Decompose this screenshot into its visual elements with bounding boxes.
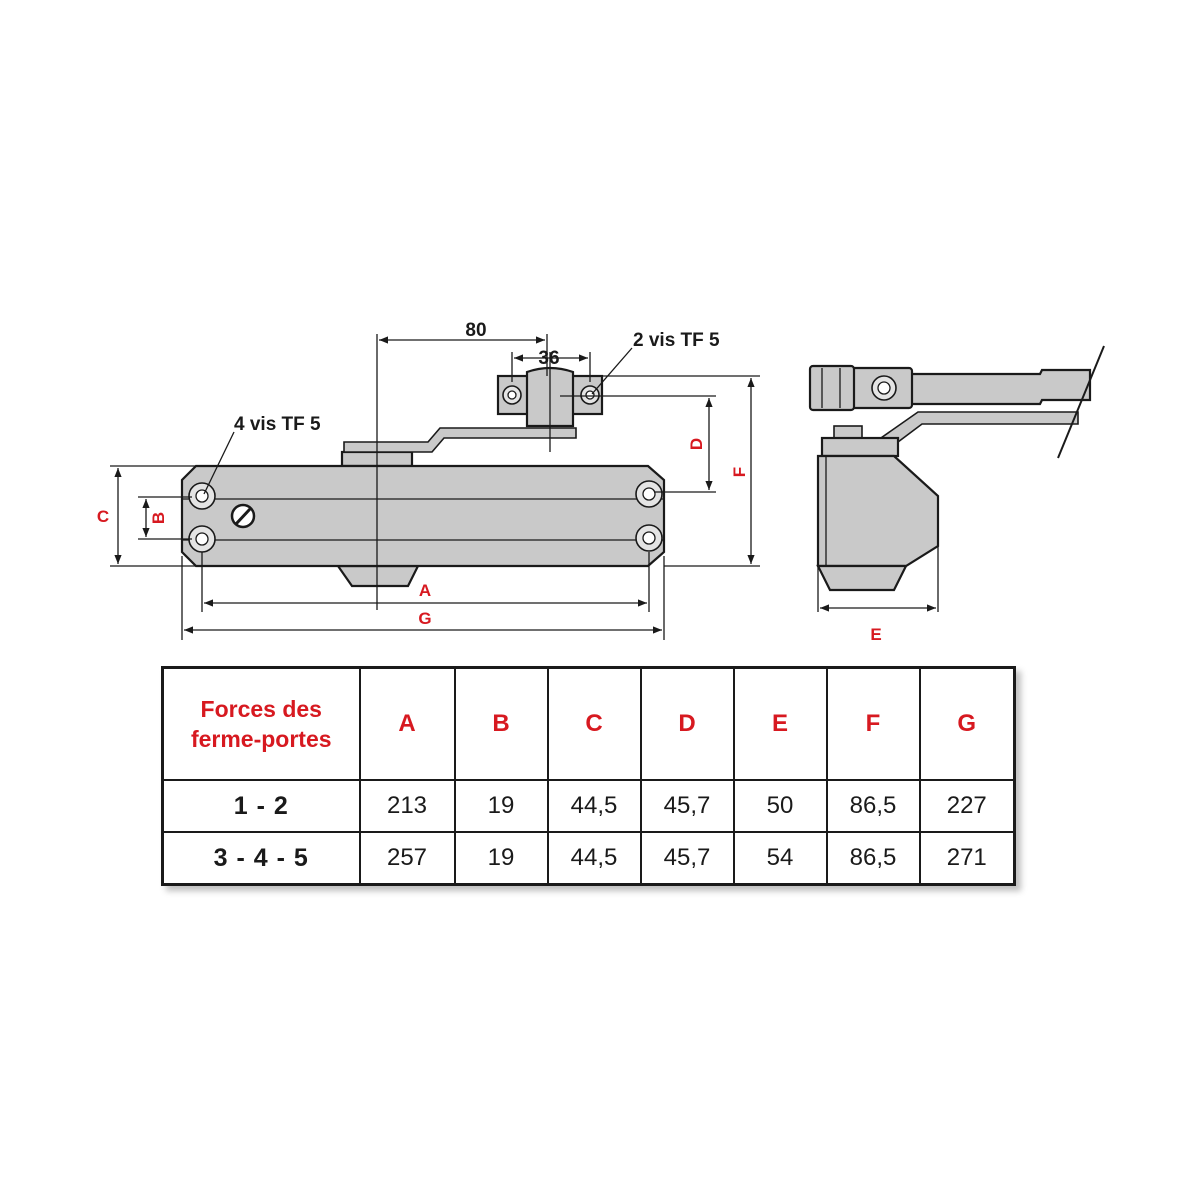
header-forces: Forces des ferme-portes — [161, 666, 361, 781]
column-header: C — [546, 666, 642, 781]
column-header: F — [825, 666, 921, 781]
closer-body — [180, 464, 666, 568]
header-forces-line1: Forces des — [200, 696, 322, 722]
side-closer-body — [816, 454, 940, 568]
table-header-row: Forces des ferme-portes A B C D E F G — [161, 666, 1016, 781]
column-header: A — [358, 666, 456, 781]
callout-four-screws: 4 vis TF 5 — [234, 414, 321, 435]
table-cell: 45,7 — [639, 831, 735, 886]
table-row: 3 - 4 - 5 257 19 44,5 45,7 54 86,5 271 — [161, 831, 1016, 886]
header-forces-line2: ferme-portes — [190, 726, 332, 752]
side-bracket — [808, 364, 856, 412]
table-cell: 45,7 — [639, 779, 735, 833]
column-header: G — [918, 666, 1016, 781]
dimension-36-label: 36 — [538, 348, 559, 369]
side-view: E — [808, 345, 1105, 644]
dimensions-table: Forces des ferme-portes A B C D E F G 1 … — [161, 666, 1016, 886]
column-header: B — [453, 666, 549, 781]
column-header: D — [639, 666, 735, 781]
side-bottom-cap — [816, 564, 908, 592]
row-label: 1 - 2 — [161, 779, 361, 833]
table-cell: 227 — [918, 779, 1016, 833]
table-cell: 86,5 — [825, 831, 921, 886]
table-cell: 271 — [918, 831, 1016, 886]
table-cell: 44,5 — [546, 779, 642, 833]
screw-hole-icon — [188, 525, 216, 553]
dimension-e-label: E — [870, 625, 881, 644]
table-cell: 19 — [453, 779, 549, 833]
dimension-f-label: F — [730, 467, 749, 477]
dimension-g-label: G — [418, 609, 431, 628]
adjustment-screw-icon — [230, 503, 256, 529]
dimension-d-label: D — [687, 438, 706, 450]
table-cell: 50 — [732, 779, 828, 833]
dimension-c-label: C — [97, 507, 109, 526]
table-cell: 86,5 — [825, 779, 921, 833]
dimension-80-label: 80 — [465, 320, 486, 341]
screw-hole-icon — [635, 524, 663, 552]
screw-hole-icon — [635, 480, 663, 508]
table-cell: 54 — [732, 831, 828, 886]
column-header: E — [732, 666, 828, 781]
wall-line — [1057, 345, 1105, 459]
door-closer-technical-drawing: 80 36 2 vis TF 5 4 vis TF 5 D F C — [97, 320, 1105, 644]
table-cell: 257 — [358, 831, 456, 886]
table-cell: 44,5 — [546, 831, 642, 886]
front-view: 80 36 2 vis TF 5 4 vis TF 5 D F C — [97, 320, 760, 640]
screw-hole-icon — [188, 482, 216, 510]
side-lower-arm — [876, 411, 1079, 449]
dimension-b-label: B — [149, 512, 168, 524]
closer-bottom-cap — [335, 564, 420, 588]
dimension-a-label: A — [419, 581, 431, 600]
side-upper-arm — [902, 368, 1092, 406]
closer-arm — [343, 427, 577, 453]
table-cell: 213 — [358, 779, 456, 833]
table-row: 1 - 2 213 19 44,5 45,7 50 86,5 227 — [161, 779, 1016, 833]
table-cell: 19 — [453, 831, 549, 886]
row-label: 3 - 4 - 5 — [161, 831, 361, 886]
callout-two-screws: 2 vis TF 5 — [633, 330, 720, 351]
